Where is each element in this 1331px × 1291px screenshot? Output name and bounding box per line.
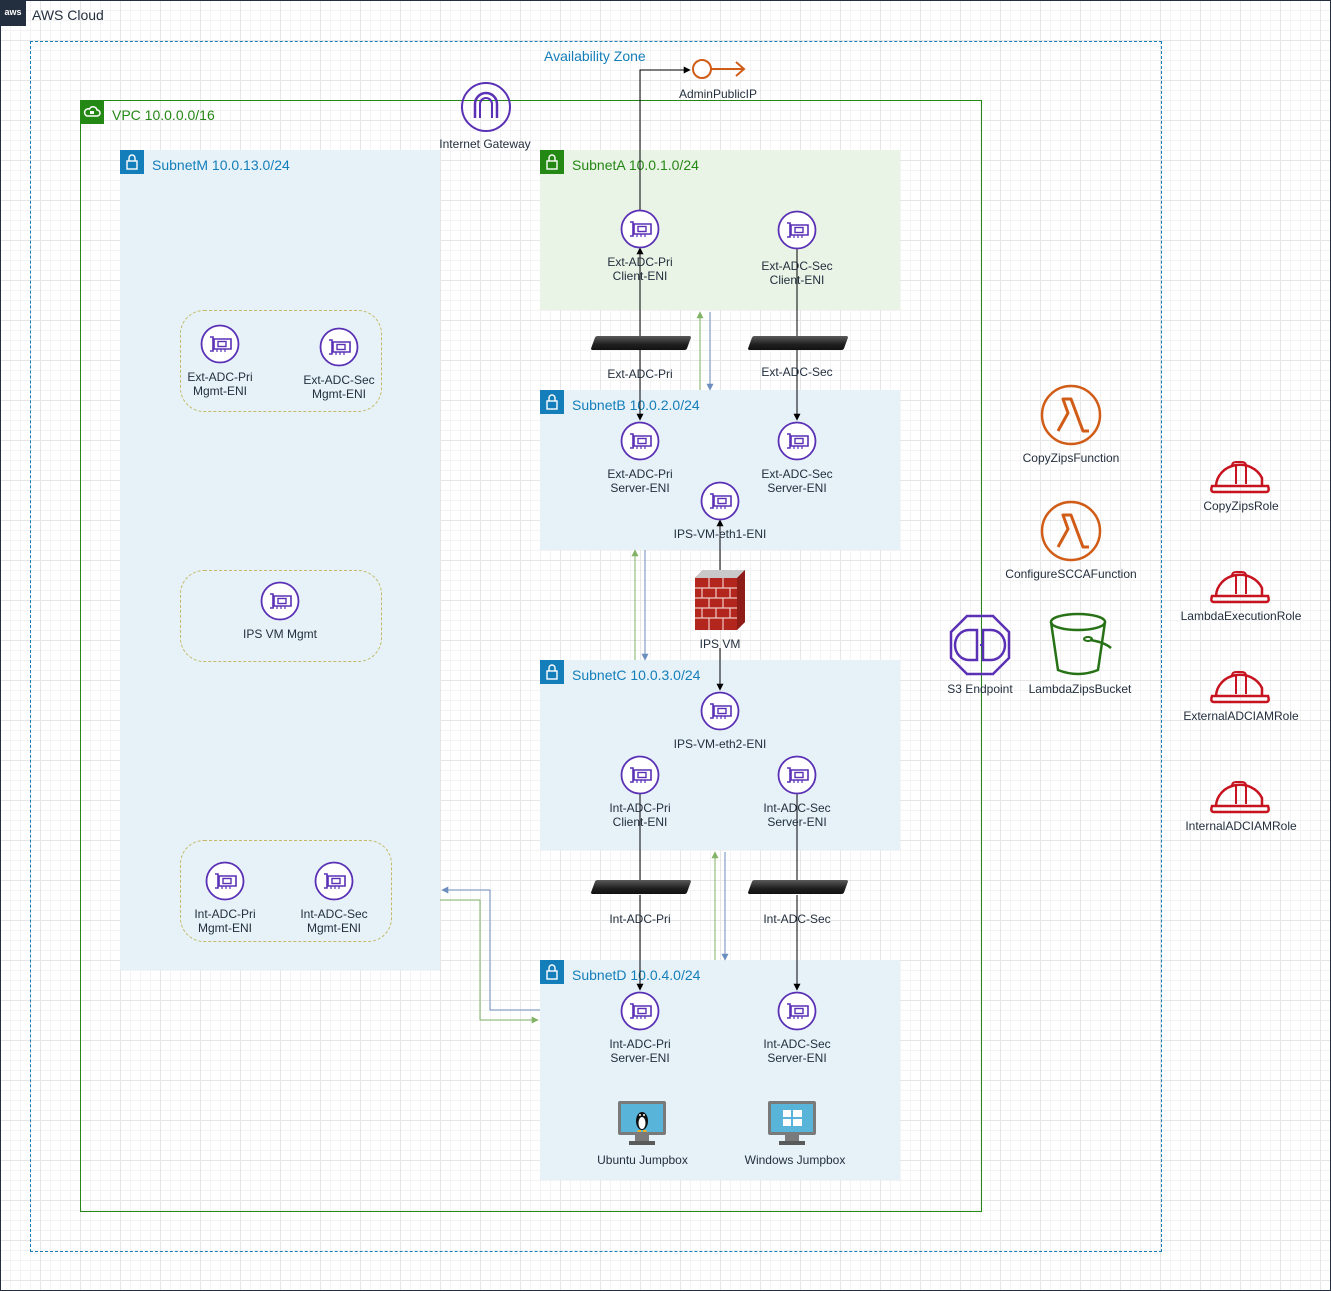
- eni-icon: [319, 327, 359, 370]
- vpc-endpoint-icon: [949, 614, 1011, 679]
- firewall-icon: [695, 570, 745, 635]
- copy-fn-label: CopyZipsFunction: [1022, 451, 1120, 465]
- s3-bucket-icon: [1049, 612, 1113, 679]
- eni-icon: [620, 755, 660, 798]
- ext-sec-server-label: Ext-ADC-Sec Server-ENI: [761, 467, 833, 495]
- ips-eth2-label: IPS-VM-eth2-ENI: [673, 737, 767, 751]
- role-label: ExternalADCIAMRole: [1183, 709, 1299, 723]
- ext-pri-server-label: Ext-ADC-Pri Server-ENI: [607, 467, 673, 495]
- internet-gateway-label: Internet Gateway: [439, 137, 531, 151]
- int-sec-server-d-label: Int-ADC-Sec Server-ENI: [763, 1037, 831, 1065]
- lock-icon: [540, 150, 564, 174]
- lambda-icon: [1040, 500, 1102, 565]
- iam-role-icon: [1210, 456, 1272, 499]
- eni-icon: [777, 210, 817, 253]
- subnet-a: [540, 150, 900, 310]
- role-label: CopyZipsRole: [1203, 499, 1279, 513]
- configure-fn-label: ConfigureSCCAFunction: [1005, 567, 1137, 581]
- eni-icon: [205, 861, 245, 904]
- windows-jumpbox-icon: [767, 1100, 817, 1151]
- lock-icon: [540, 390, 564, 414]
- int-sec-server-c-label: Int-ADC-Sec Server-ENI: [763, 801, 831, 829]
- int-adc-pri-label: Int-ADC-Pri: [609, 912, 671, 926]
- admin-ip-label: AdminPublicIP: [678, 87, 758, 101]
- eni-icon: [620, 421, 660, 464]
- eni-icon: [620, 991, 660, 1034]
- subnet-m-label: SubnetM 10.0.13.0/24: [152, 157, 290, 173]
- s3-endpoint-label: S3 Endpoint: [947, 682, 1013, 696]
- ips-vm-label: IPS VM: [699, 637, 741, 651]
- role-label: InternalADCIAMRole: [1185, 819, 1297, 833]
- vpc-label: VPC 10.0.0.0/16: [112, 107, 215, 123]
- eni-icon: [620, 209, 660, 252]
- int-pri-client-label: Int-ADC-Pri Client-ENI: [609, 801, 671, 829]
- eni-icon: [314, 861, 354, 904]
- mgmt-group-int: [180, 840, 392, 942]
- eni-icon: [700, 481, 740, 524]
- subnet-m: [120, 150, 440, 970]
- subnet-d: [540, 960, 900, 1180]
- ext-adc-pri-label: Ext-ADC-Pri: [607, 367, 673, 381]
- int-pri-server-label: Int-ADC-Pri Server-ENI: [609, 1037, 671, 1065]
- int-pri-mgmt-label: Int-ADC-Pri Mgmt-ENI: [194, 907, 256, 935]
- iam-role-icon: [1210, 566, 1272, 609]
- aws-cloud-label: AWS Cloud: [32, 7, 104, 23]
- mgmt-group-ext: [180, 310, 382, 412]
- iam-role-icon: [1210, 666, 1272, 709]
- iam-role-icon: [1210, 776, 1272, 819]
- windows-jumpbox-label: Windows Jumpbox: [744, 1153, 846, 1167]
- vpc-group: [80, 100, 982, 1212]
- subnet-a-label: SubnetA 10.0.1.0/24: [572, 157, 699, 173]
- eni-icon: [700, 691, 740, 734]
- internet-gateway-icon: [460, 81, 512, 136]
- int-adc-sec-appliance: [747, 880, 849, 894]
- ext-adc-sec-label: Ext-ADC-Sec: [761, 365, 833, 379]
- lambda-icon: [1040, 384, 1102, 449]
- linux-jumpbox-icon: [617, 1100, 667, 1151]
- aws-logo-icon: aws: [0, 0, 26, 26]
- eni-icon: [200, 324, 240, 367]
- eni-icon: [777, 421, 817, 464]
- mgmt-group-ips: [180, 570, 382, 662]
- eni-icon: [777, 755, 817, 798]
- elastic-ip-icon: [690, 57, 746, 86]
- ext-pri-client-label: Ext-ADC-Pri Client-ENI: [607, 255, 673, 283]
- bucket-label: LambdaZipsBucket: [1028, 682, 1132, 696]
- ext-adc-sec-appliance: [747, 336, 849, 350]
- ext-sec-client-label: Ext-ADC-Sec Client-ENI: [761, 259, 833, 287]
- lock-icon: [540, 660, 564, 684]
- cloud-icon: [80, 100, 104, 124]
- ext-adc-pri-appliance: [590, 336, 692, 350]
- lock-icon: [540, 960, 564, 984]
- subnet-d-label: SubnetD 10.0.4.0/24: [572, 967, 701, 983]
- ext-pri-mgmt-label: Ext-ADC-Pri Mgmt-ENI: [187, 370, 253, 398]
- availability-zone-label: Availability Zone: [544, 48, 646, 64]
- ubuntu-jumpbox-label: Ubuntu Jumpbox: [597, 1153, 688, 1167]
- subnet-c-label: SubnetC 10.0.3.0/24: [572, 667, 701, 683]
- ips-vm-mgmt-label: IPS VM Mgmt: [242, 627, 317, 641]
- lock-icon: [120, 150, 144, 174]
- int-adc-pri-appliance: [590, 880, 692, 894]
- eni-icon: [777, 991, 817, 1034]
- eni-icon: [260, 581, 300, 624]
- ext-sec-mgmt-label: Ext-ADC-Sec Mgmt-ENI: [303, 373, 375, 401]
- availability-zone-group: [30, 41, 1162, 1252]
- ips-eth1-label: IPS-VM-eth1-ENI: [673, 527, 767, 541]
- role-label: LambdaExecutionRole: [1180, 609, 1302, 623]
- int-sec-mgmt-label: Int-ADC-Sec Mgmt-ENI: [300, 907, 368, 935]
- int-adc-sec-label: Int-ADC-Sec: [763, 912, 831, 926]
- subnet-b-label: SubnetB 10.0.2.0/24: [572, 397, 700, 413]
